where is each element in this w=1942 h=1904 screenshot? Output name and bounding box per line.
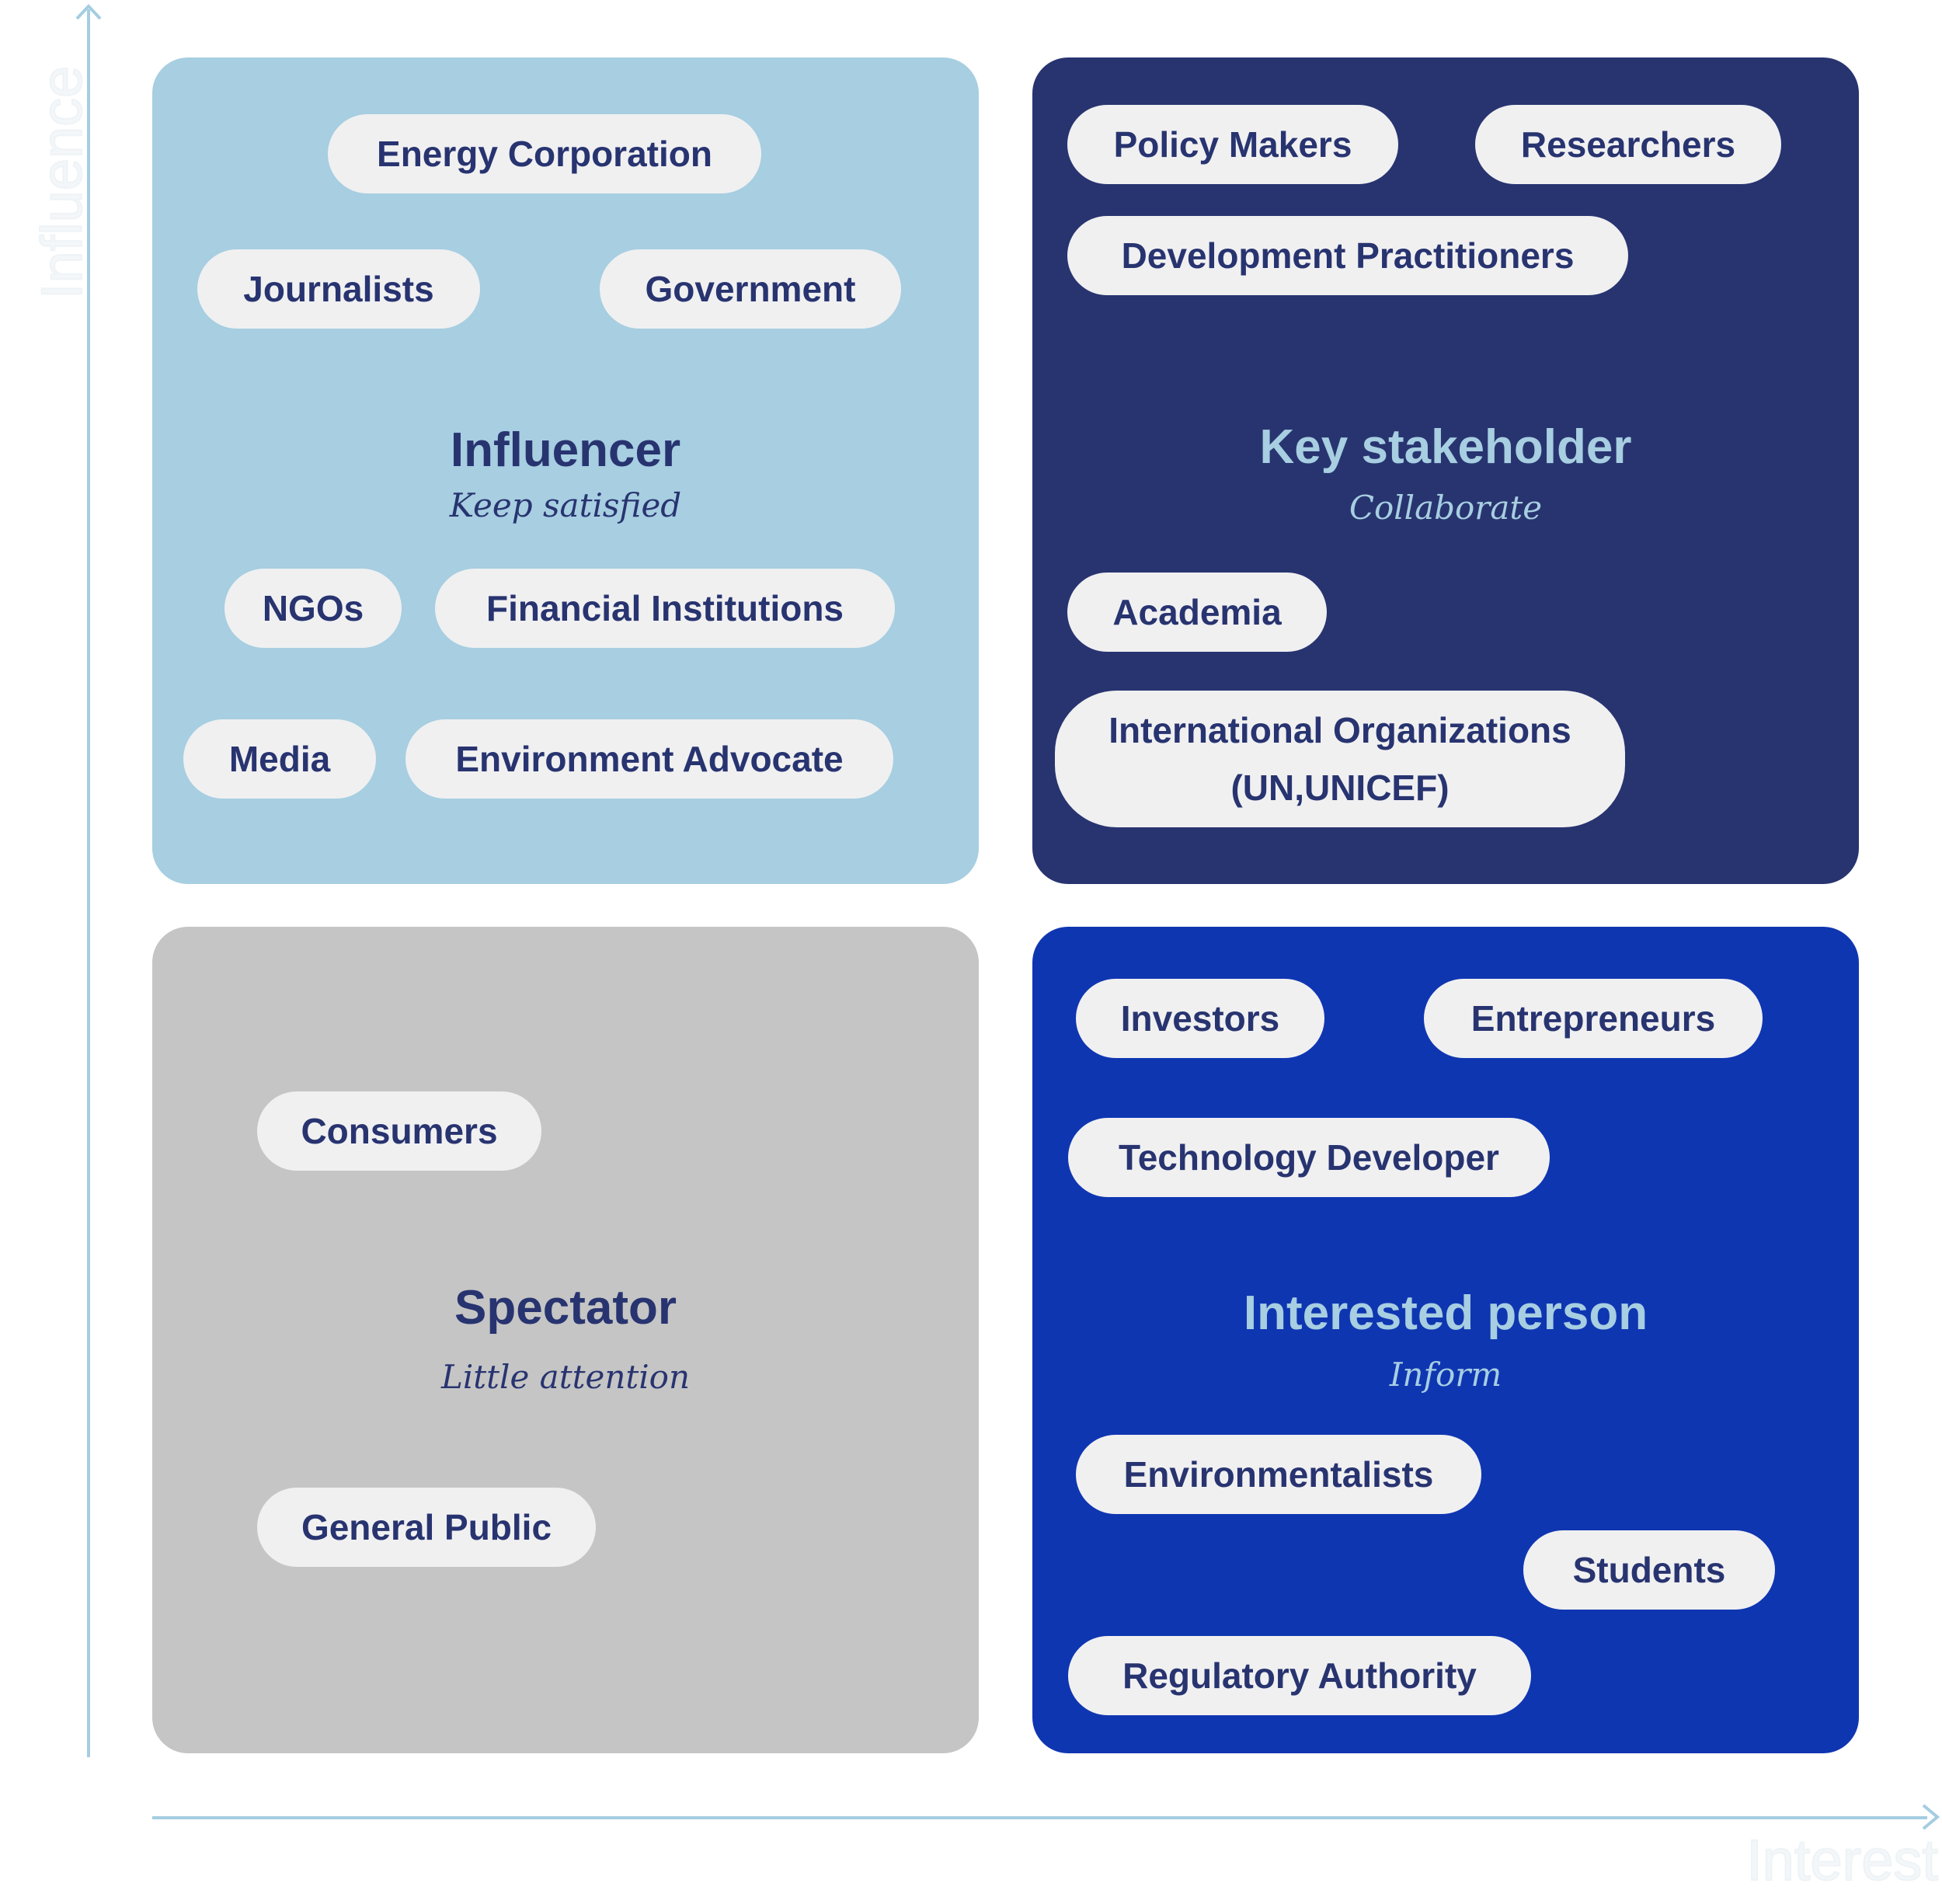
quadrant-spectator: Consumers Spectator Little attention Gen… — [152, 927, 979, 1753]
quadrant-subtitle: Little attention — [440, 1358, 691, 1396]
stakeholder-pill: Regulatory Authority — [1068, 1636, 1531, 1715]
quadrant-title: Interested person — [1243, 1286, 1648, 1340]
quadrant-influencer: Energy Corporation Journalists Governmen… — [152, 57, 979, 884]
x-axis-label: Interest — [1745, 1828, 1939, 1892]
quadrant-subtitle: Inform — [1389, 1356, 1502, 1394]
quadrant-key-stakeholder: Policy Makers Researchers Development Pr… — [1032, 57, 1859, 884]
stakeholder-pill: Students — [1523, 1530, 1775, 1610]
stakeholder-pill: Environment Advocate — [405, 719, 893, 799]
stakeholder-pill: Technology Developer — [1068, 1118, 1550, 1197]
stakeholder-pill: Academia — [1067, 573, 1327, 652]
stakeholder-pill: Financial Institutions — [435, 569, 895, 648]
stakeholder-pill: Media — [183, 719, 376, 799]
arrow-up-icon — [75, 4, 102, 20]
stakeholder-pill: Investors — [1076, 979, 1324, 1058]
stakeholder-pill: NGOs — [224, 569, 402, 648]
stakeholder-pill: Consumers — [257, 1091, 541, 1171]
quadrant-title: Spectator — [454, 1281, 677, 1335]
quadrant-title: Key stakeholder — [1259, 420, 1632, 474]
stakeholder-pill: Journalists — [197, 249, 480, 329]
y-axis-line — [87, 9, 90, 1757]
stakeholder-pill: International Organizations (UN,UNICEF) — [1055, 691, 1625, 827]
stakeholder-pill: Development Practitioners — [1067, 216, 1628, 295]
y-axis-label: Influence — [29, 65, 95, 300]
quadrant-subtitle: Collaborate — [1349, 489, 1543, 527]
quadrant-subtitle: Keep satisfied — [449, 486, 682, 524]
x-axis-line — [152, 1816, 1927, 1819]
stakeholder-pill: Energy Corporation — [328, 114, 761, 193]
arrow-right-icon — [1922, 1804, 1940, 1830]
stakeholder-pill: Government — [600, 249, 901, 329]
stakeholder-pill: Entrepreneurs — [1424, 979, 1763, 1058]
stakeholder-pill: Policy Makers — [1067, 105, 1398, 184]
quadrant-interested-person: Investors Entrepreneurs Technology Devel… — [1032, 927, 1859, 1753]
quadrant-title: Influencer — [450, 423, 681, 477]
stakeholder-pill: Researchers — [1475, 105, 1781, 184]
stakeholder-pill: Environmentalists — [1076, 1435, 1481, 1514]
stakeholder-pill: General Public — [257, 1488, 596, 1567]
